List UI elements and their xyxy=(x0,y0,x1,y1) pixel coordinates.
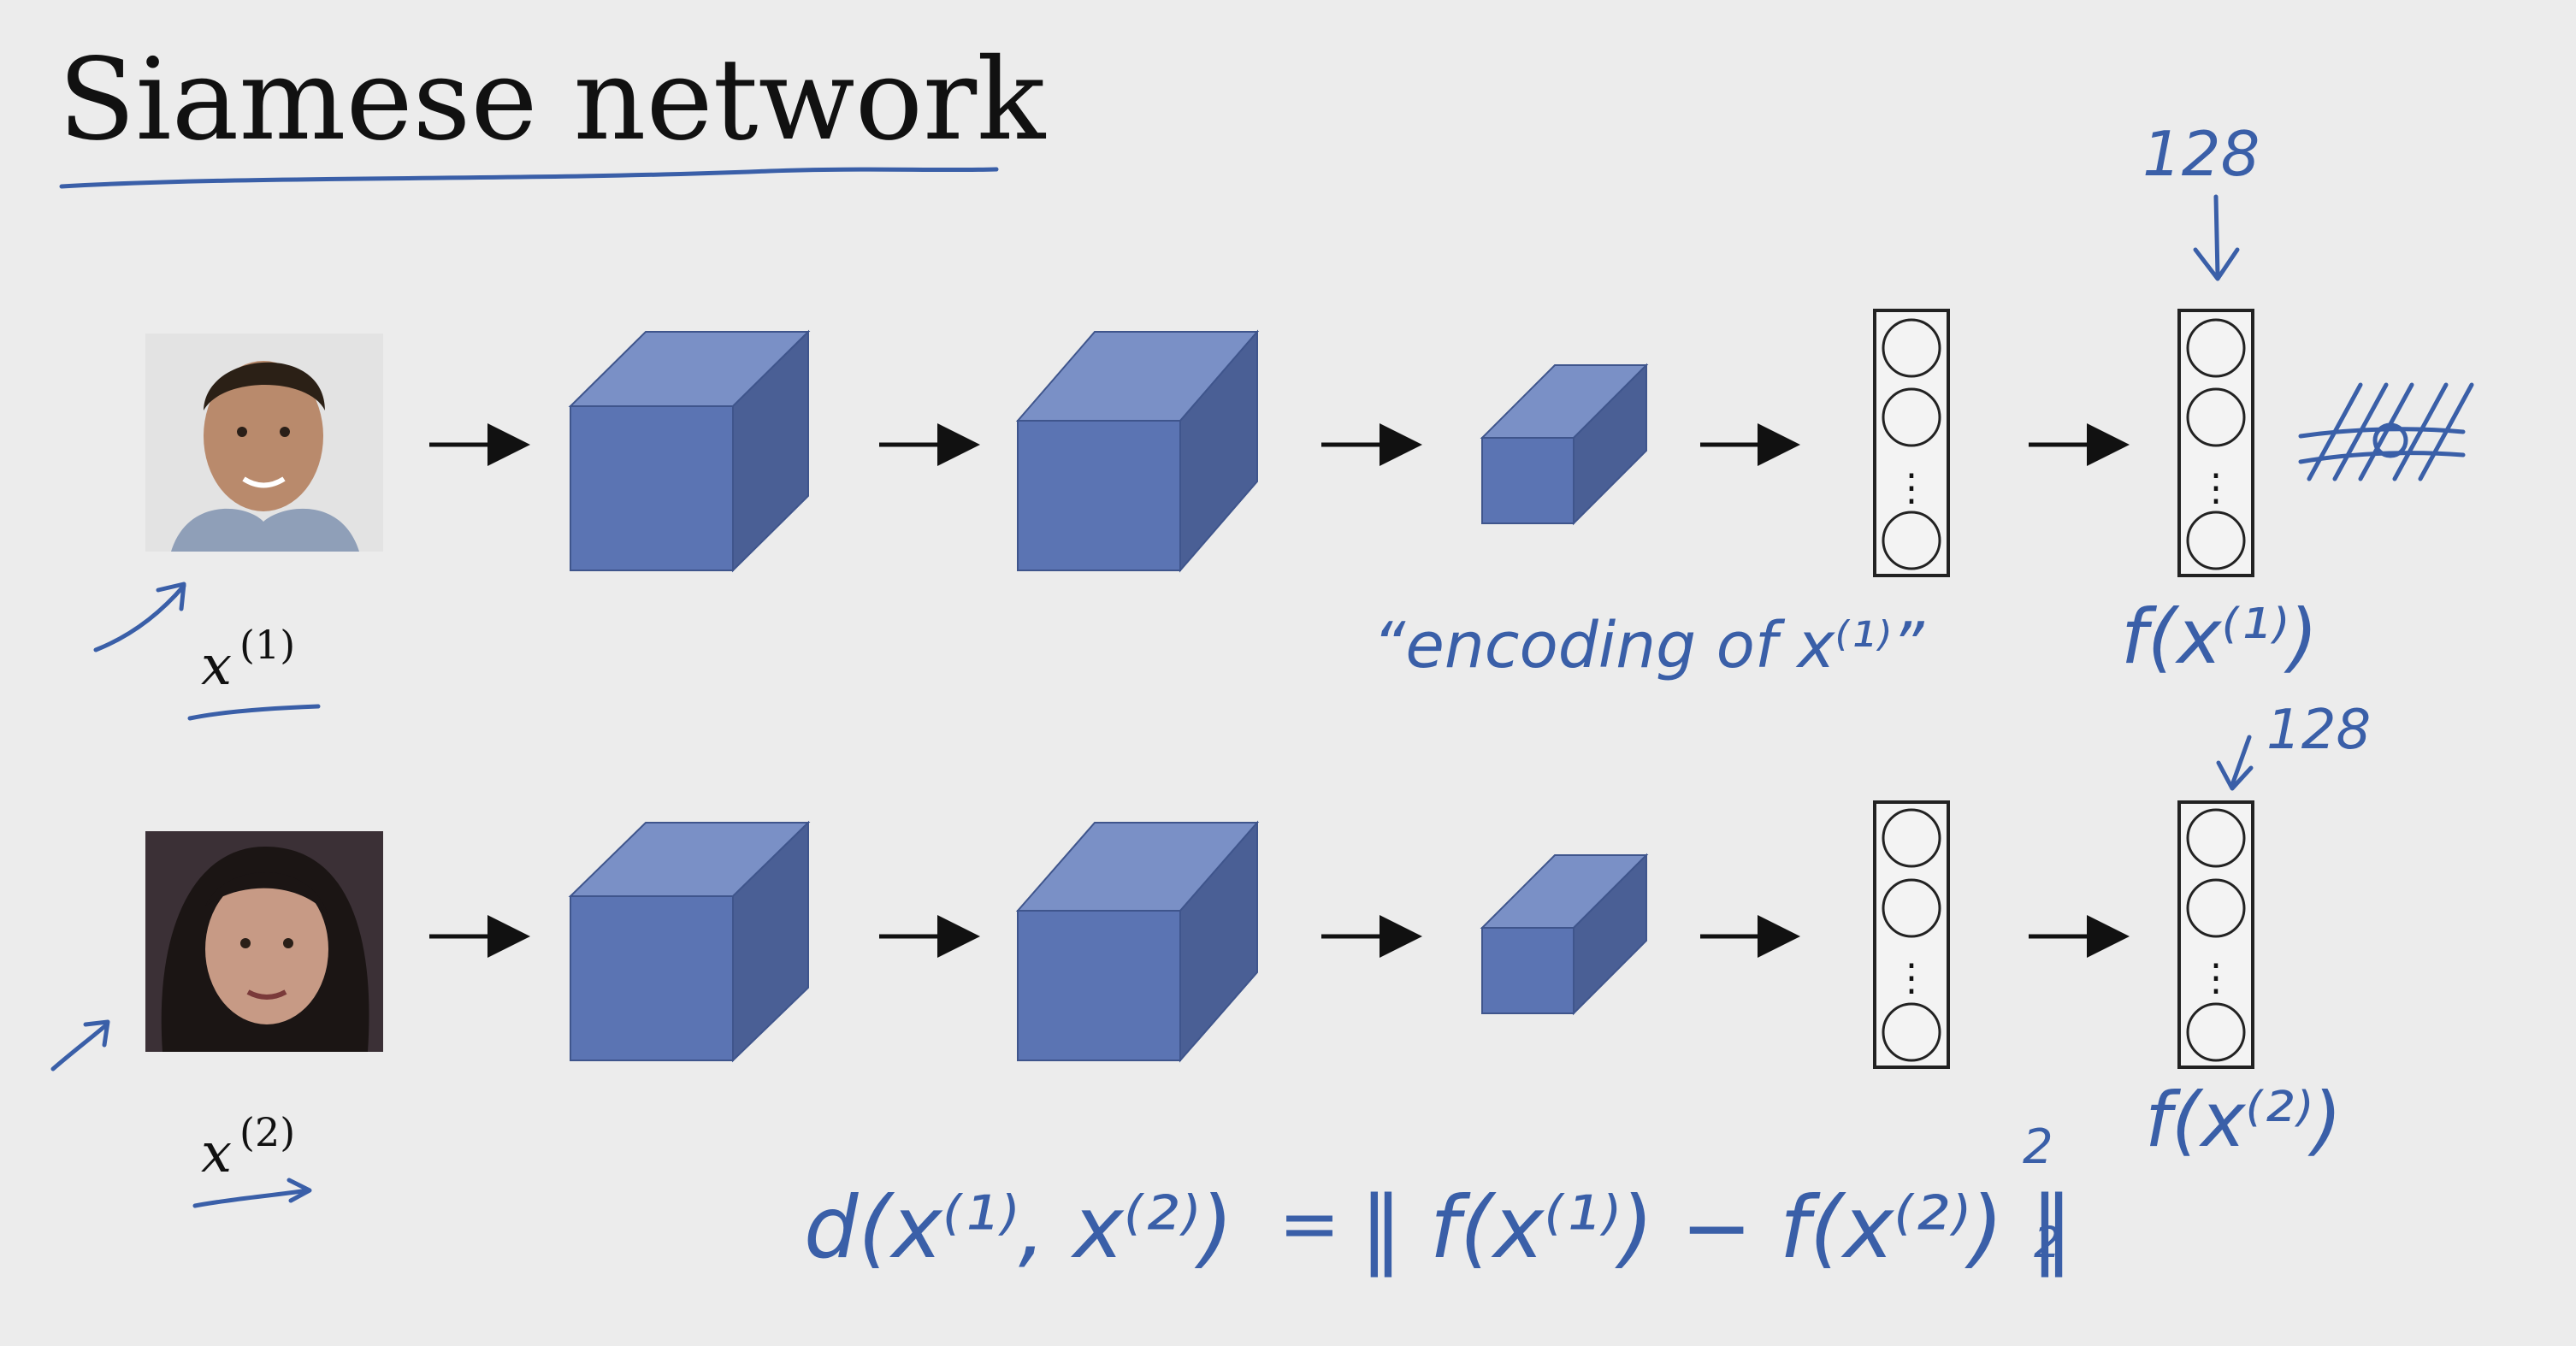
dimension-label-top: 128 xyxy=(2142,118,2260,190)
svg-text:⋮: ⋮ xyxy=(2197,956,2235,1000)
dimension-arrow-top xyxy=(2213,194,2220,278)
encoding-label-1: f(x⁽¹⁾) xyxy=(2121,593,2318,681)
fc-layer-vector-1: ⋮ xyxy=(1873,309,1950,577)
encoding-vector-1: ⋮ xyxy=(2177,309,2254,577)
crossed-out-softmax xyxy=(2298,382,2474,481)
distance-rhs: ‖ f(x⁽¹⁾) − f(x⁽²⁾) ‖ xyxy=(1360,1178,2073,1278)
svg-text:x: x xyxy=(201,635,232,698)
svg-text:(2): (2) xyxy=(239,1109,295,1155)
input-label-1: x (1) xyxy=(187,622,321,721)
encoding-label-2: f(x⁽²⁾) xyxy=(2145,1076,2342,1164)
fc-layer-vector-2: ⋮ xyxy=(1873,800,1950,1069)
conv-volume-3-bottom xyxy=(1480,853,1649,1016)
top-row: x (1) xyxy=(93,118,2474,721)
conv-volume-2-bottom xyxy=(1015,820,1260,1063)
pointer-arrow-2 xyxy=(50,1022,109,1071)
dimension-arrow-bottom xyxy=(2230,735,2252,788)
svg-text:⋮: ⋮ xyxy=(2197,466,2235,510)
dimension-label-bottom: 128 xyxy=(2266,699,2371,762)
encoding-note: “encoding of x⁽¹⁾” xyxy=(1373,609,1924,682)
slide-title: Siamese network xyxy=(58,34,1046,166)
encoding-vector-2: ⋮ xyxy=(2177,800,2254,1069)
distance-norm-subscript: 2 xyxy=(2034,1218,2061,1267)
input-label-2: x (2) xyxy=(192,1109,312,1208)
svg-text:(1): (1) xyxy=(239,622,295,668)
svg-text:x: x xyxy=(201,1122,232,1185)
distance-lhs: d(x⁽¹⁾, x⁽²⁾) xyxy=(804,1178,1233,1278)
conv-volume-3 xyxy=(1480,363,1649,526)
face-photo-man xyxy=(145,334,383,552)
face-photo-woman xyxy=(145,831,383,1052)
bottom-row: 128 x (2) xyxy=(50,699,2371,1208)
svg-text:⋮: ⋮ xyxy=(1893,956,1930,1000)
conv-volume-1 xyxy=(568,329,811,573)
pointer-arrow-1 xyxy=(93,583,186,652)
conv-volume-2 xyxy=(1015,329,1260,573)
conv-volume-1-bottom xyxy=(568,820,811,1063)
distance-norm-superscript: 2 xyxy=(2023,1119,2053,1175)
title-underline xyxy=(59,167,999,189)
distance-formula: d(x⁽¹⁾, x⁽²⁾) = ‖ f(x⁽¹⁾) − f(x⁽²⁾) ‖ 2 … xyxy=(804,1119,2073,1278)
svg-text:⋮: ⋮ xyxy=(1893,466,1930,510)
distance-equals: = xyxy=(1279,1181,1340,1266)
